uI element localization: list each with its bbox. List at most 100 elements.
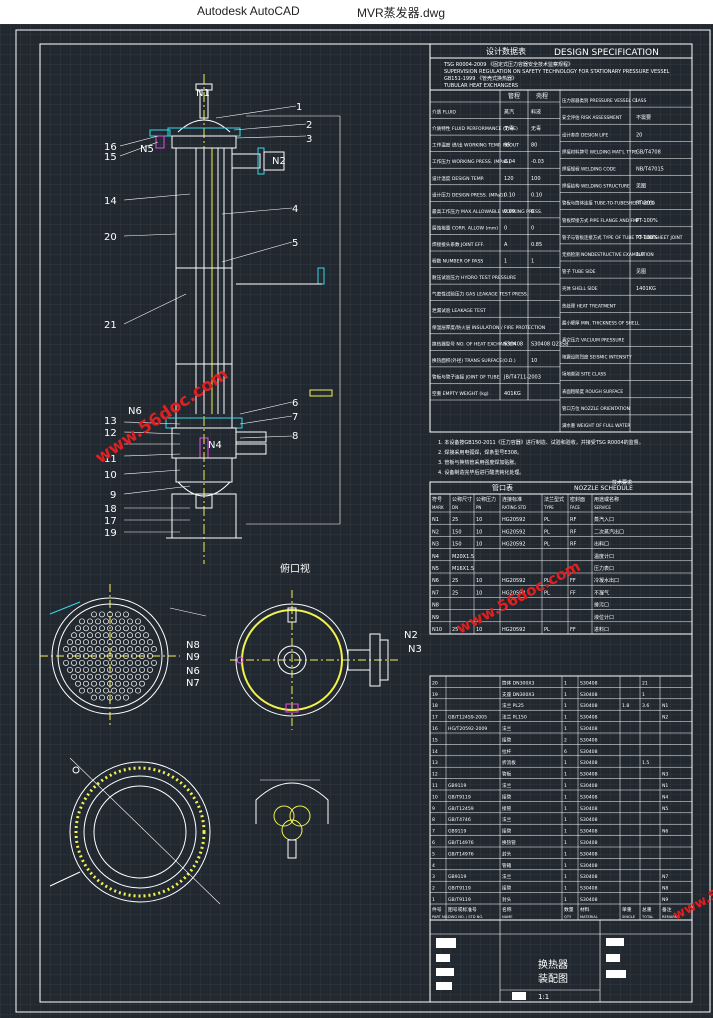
note-line: 1. 本设备按GB150-2011《压力容器》进行制造、试验和验收，并接受TSG…: [438, 439, 644, 446]
parts-header: 名称: [502, 906, 512, 913]
parts-header-en: DWG NO. / STD NO.: [448, 915, 483, 919]
tube-hole: [147, 653, 153, 659]
tubesheet-layout-view: [40, 584, 207, 728]
spec-right-label: 焊接规程 WELDING CODE: [562, 166, 616, 173]
parts-header-en: QTY: [564, 915, 572, 919]
parts-cell: 法兰: [502, 873, 512, 880]
spec-right-value: 20: [636, 132, 642, 138]
parts-cell: 1: [564, 715, 567, 721]
nozzle-label-n9: N9: [186, 652, 200, 663]
tube-hole: [139, 666, 145, 673]
nozzle-cell: PL: [544, 517, 550, 523]
nozzle-header-en: PN: [476, 505, 481, 510]
parts-cell: N6: [662, 829, 668, 835]
tube-hole: [119, 618, 125, 625]
parts-cell: GB9119: [448, 829, 466, 835]
tube-hole: [127, 632, 133, 639]
parts-cell: 5: [432, 851, 435, 857]
nozzle-cell: RF: [570, 529, 576, 535]
part-label-10: 10: [104, 470, 117, 481]
elevation-view: [149, 74, 341, 564]
parts-cell: S30408: [580, 794, 598, 800]
nozzle-cell: 蒸汽入口: [594, 516, 614, 523]
nozzle-cell: N10: [432, 627, 442, 633]
spec-row-shell: 1: [531, 259, 534, 265]
parts-cell: GB/T9119: [448, 897, 471, 903]
spec-row-tube: 0.04: [504, 159, 515, 165]
nozzle-title-cn: 管口表: [492, 483, 513, 492]
part-label-12: 12: [104, 428, 117, 439]
spec-right-label: 焊接结构 WELDING STRUCTURE: [562, 183, 630, 190]
nozzle-cell: HG20592: [502, 529, 526, 535]
tube-hole: [99, 611, 105, 618]
tube-hole: [75, 639, 81, 646]
parts-cell: 1: [564, 806, 567, 812]
spec-row-tube: JB/T4711-2003: [503, 374, 541, 380]
parts-cell: GB/T12459: [448, 806, 474, 812]
parts-header: 单重: [622, 906, 632, 913]
parts-cell: GB/T14976: [448, 851, 474, 857]
spec-line-1: TSG R0004-2009 《固定式压力容器安全技术监察规程》: [443, 61, 573, 68]
parts-cell: 9: [432, 806, 435, 812]
part-label-1: 1: [296, 102, 302, 113]
nozzle-cell: 25: [452, 590, 458, 596]
parts-cell: 12: [432, 772, 438, 778]
title-block-name: 换热器: [538, 958, 568, 971]
tube-hole: [95, 632, 101, 639]
tube-hole: [75, 625, 81, 632]
tube-hole: [139, 625, 145, 632]
parts-cell: 1: [642, 692, 645, 698]
tube-hole: [135, 646, 141, 653]
tube-hole: [99, 666, 105, 673]
spec-right-label: 满水重 WEIGHT OF FULL WATER: [562, 422, 630, 429]
top-view: 俯口视: [230, 562, 400, 730]
parts-cell: GB9119: [448, 874, 466, 880]
nozzle-cell: N5: [432, 566, 439, 572]
nozzle-label-n6-elev: N6: [128, 406, 142, 417]
spec-right-value: PT-100%: [636, 235, 658, 241]
tube-hole: [91, 639, 97, 646]
parts-cell: S30408: [580, 680, 598, 686]
tube-hole: [119, 659, 125, 666]
spec-right-value: 1.0: [636, 252, 644, 258]
nozzle-cell: PL: [544, 542, 550, 548]
nozzle-label-n7: N7: [186, 678, 200, 689]
nozzle-header-en: TYPE: [543, 505, 554, 510]
part-label-8: 8: [292, 431, 298, 442]
tube-hole: [127, 687, 133, 694]
cad-drawing[interactable]: 1 2 3 4 5 6 7 8 9 10 11 12 13 14 15 16 1…: [0, 24, 713, 1018]
spec-right-label: 最小壁厚 MIN. THICKNESS OF SHELL: [562, 319, 640, 326]
tube-hole: [103, 673, 109, 680]
parts-cell: 6: [432, 840, 435, 846]
nozzle-cell: N7: [432, 590, 439, 596]
spec-right-label: 焊接材料牌号 WELDING MAT'L TYPE: [562, 148, 637, 155]
drawing-canvas[interactable]: 1 2 3 4 5 6 7 8 9 10 11 12 13 14 15 16 1…: [0, 24, 713, 1018]
tube-hole: [111, 659, 117, 666]
parts-cell: 拉杆: [502, 748, 512, 755]
tube-hole: [83, 653, 89, 659]
part-label-14: 14: [104, 196, 117, 207]
tube-hole: [71, 659, 77, 666]
spec-row-label: 工作压力 WORKING PRESS. (MPaG): [432, 158, 510, 165]
part-label-16: 16: [104, 142, 117, 153]
nozzle-cell: FF: [570, 578, 576, 584]
parts-header-en: MATERIAL: [580, 915, 598, 919]
spec-row-tube: 0.09: [504, 209, 515, 215]
parts-cell: 7: [432, 829, 435, 835]
nozzle-header: 公称压力: [476, 496, 496, 503]
tube-hole: [115, 625, 121, 632]
parts-cell: 接管: [502, 805, 512, 812]
spec-right-label: 管子 TUBE SIDE: [562, 268, 596, 275]
title-block-scale: 1:1: [538, 993, 549, 1001]
part-label-18: 18: [104, 504, 117, 515]
tube-hole: [79, 618, 85, 625]
nozzle-label-n3: N3: [408, 644, 422, 655]
tube-hole: [79, 632, 85, 639]
nozzle-cell: N6: [432, 578, 439, 584]
nozzle-label-n4: N4: [208, 440, 222, 451]
tube-hole: [151, 659, 157, 666]
parts-cell: N5: [662, 806, 668, 812]
nozzle-cell: M20X1.5: [452, 554, 474, 560]
nozzle-cell: 10: [476, 578, 482, 584]
parts-cell: 4: [432, 863, 435, 869]
